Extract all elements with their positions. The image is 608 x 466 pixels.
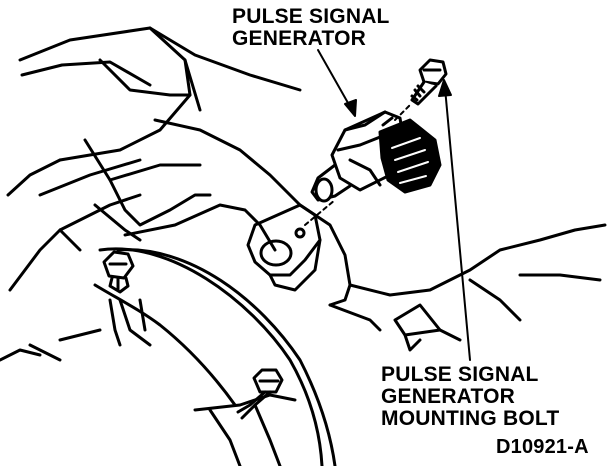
figure-id: D10921-A (496, 436, 589, 458)
leader-arrow-bolt (438, 79, 452, 97)
assembly-line (304, 199, 336, 226)
mounting-ear (246, 203, 322, 292)
pulse-signal-generator (310, 110, 442, 203)
mounting-bolt-label: PULSE SIGNAL GENERATOR MOUNTING BOLT (381, 364, 559, 430)
leader-line-bolt (444, 87, 471, 361)
label-line: GENERATOR (232, 27, 367, 50)
assembly-line-bolt (394, 104, 411, 121)
bell-housing-bolt-lower (236, 368, 284, 420)
label-line: MOUNTING BOLT (381, 407, 560, 430)
bell-housing-bolt-upper (102, 250, 135, 294)
label-line: PULSE SIGNAL (381, 363, 539, 386)
transmission-housing (0, 26, 607, 362)
leader-lines (317, 49, 471, 361)
label-line: PULSE SIGNAL (232, 5, 390, 28)
bell-housing (58, 247, 337, 466)
leader-line-sensor (317, 49, 353, 111)
label-line: GENERATOR (381, 385, 516, 408)
pulse-signal-generator-label: PULSE SIGNAL GENERATOR (232, 6, 390, 50)
leader-arrow-sensor (344, 99, 357, 117)
mounting-bolt (410, 58, 448, 106)
